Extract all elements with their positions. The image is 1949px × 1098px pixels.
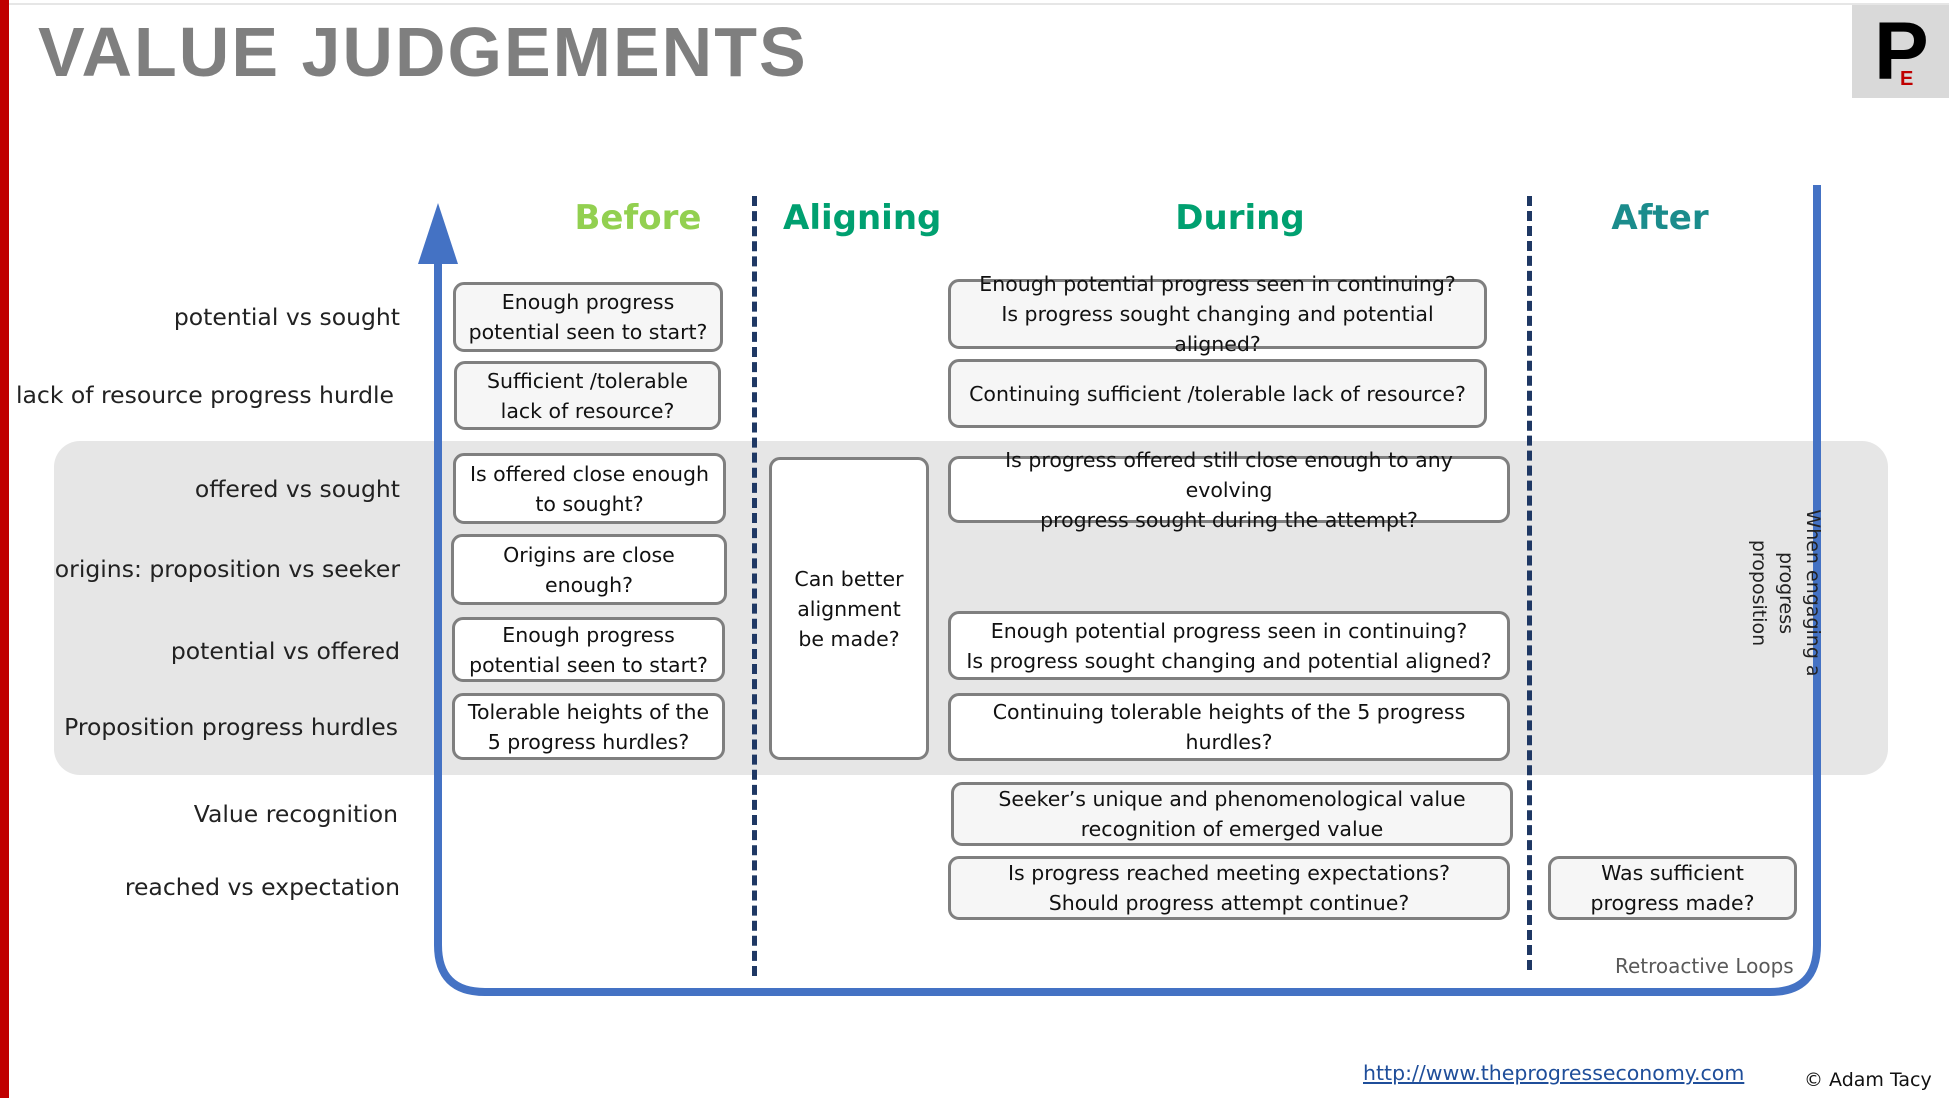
- after-box: Was sufficient progress made?: [1548, 856, 1797, 920]
- loop-path: [434, 185, 1821, 996]
- copyright-text: © Adam Tacy: [1804, 1069, 1932, 1091]
- page-title: VALUE JUDGEMENTS: [38, 13, 808, 91]
- during-box: Enough potential progress seen in contin…: [948, 611, 1510, 680]
- logo-letter: P: [1874, 6, 1929, 97]
- before-box: Tolerable heights of the 5 progress hurd…: [452, 693, 725, 760]
- during-box: Seeker’s unique and phenomenological val…: [951, 782, 1513, 846]
- retroactive-loops-label: Retroactive Loops: [1615, 954, 1794, 978]
- row-label-potential-vs-offered: potential vs offered: [170, 637, 400, 665]
- logo-subletter: E: [1900, 68, 1914, 90]
- before-box: Is offered close enough to sought?: [453, 453, 726, 524]
- column-after-header: After: [1611, 198, 1709, 238]
- top-divider: [9, 3, 1949, 5]
- row-label-lack-of-resource: lack of resource progress hurdle: [15, 381, 394, 409]
- before-box: Enough progress potential seen to start?: [453, 282, 723, 352]
- website-link[interactable]: http://www.theprogresseconomy.com: [1363, 1061, 1745, 1085]
- row-label-value-recognition: Value recognition: [193, 800, 398, 828]
- aligning-box: Can better alignment be made?: [769, 457, 929, 760]
- during-box: Enough potential progress seen in contin…: [948, 272, 1487, 356]
- divider-before-aligning: [752, 196, 757, 976]
- during-box: Is progress offered still close enough t…: [948, 448, 1510, 532]
- before-box: Enough progress potential seen to start?: [452, 617, 725, 682]
- left-accent-bar: [0, 0, 9, 1098]
- up-arrow-head: [418, 203, 458, 264]
- logo: P E: [1852, 5, 1949, 98]
- column-aligning-header: Aligning: [783, 198, 942, 238]
- during-box: Continuing sufficient /tolerable lack of…: [948, 359, 1487, 428]
- during-box: Continuing tolerable heights of the 5 pr…: [948, 693, 1510, 761]
- row-label-offered-vs-sought: offered vs sought: [194, 475, 400, 503]
- row-label-proposition-hurdles: Proposition progress hurdles: [64, 713, 398, 741]
- row-label-potential-vs-sought: potential vs sought: [173, 303, 400, 331]
- divider-during-after: [1527, 196, 1532, 970]
- column-before-header: Before: [574, 198, 702, 238]
- column-during-header: During: [1175, 198, 1305, 238]
- before-box: Sufficient /tolerable lack of resource?: [454, 361, 721, 430]
- row-label-origins: origins: proposition vs seeker: [54, 555, 400, 583]
- before-box: Origins are close enough?: [451, 534, 727, 605]
- during-box: Is progress reached meeting expectations…: [948, 856, 1510, 920]
- row-label-reached-vs-expectation: reached vs expectation: [124, 873, 400, 901]
- side-note-text: When engaging a progress proposition: [1748, 509, 1824, 677]
